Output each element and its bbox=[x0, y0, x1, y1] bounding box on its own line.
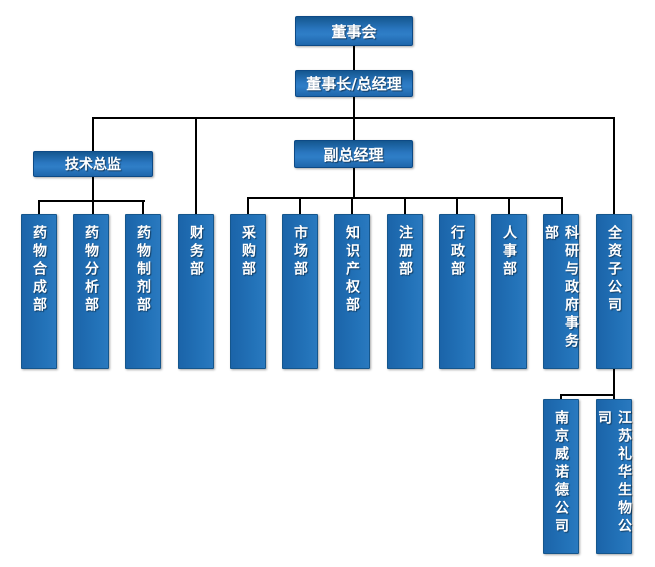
org-node-dept-marketing: 市场部 bbox=[282, 214, 318, 369]
connector-line bbox=[561, 199, 563, 214]
org-node-label: 科研与政府事务部 bbox=[543, 225, 579, 351]
org-node-board: 董事会 bbox=[295, 16, 413, 46]
org-node-dept-registration: 注册部 bbox=[387, 214, 423, 369]
org-node-label: 南京威诺德公司 bbox=[553, 410, 569, 536]
connector-rail-subsidiaries bbox=[560, 394, 615, 396]
org-node-label: 药物制剂部 bbox=[135, 225, 151, 315]
org-node-dept-drug-formulation: 药物制剂部 bbox=[125, 214, 161, 369]
org-node-label: 人事部 bbox=[501, 225, 517, 279]
org-node-subsidiary-nanjing-weinuode: 南京威诺德公司 bbox=[543, 399, 579, 554]
org-node-label: 注册部 bbox=[397, 225, 413, 279]
connector-line bbox=[353, 168, 355, 199]
org-node-label: 全资子公司 bbox=[606, 225, 622, 315]
org-node-label: 药物分析部 bbox=[83, 225, 99, 315]
connector-rail-top bbox=[92, 117, 615, 119]
org-node-label: 市场部 bbox=[292, 225, 308, 279]
org-node-label: 财务部 bbox=[188, 225, 204, 279]
org-node-dept-drug-synthesis: 药物合成部 bbox=[21, 214, 57, 369]
connector-line bbox=[404, 199, 406, 214]
connector-line bbox=[299, 199, 301, 214]
org-node-label: 知识产权部 bbox=[344, 225, 360, 315]
connector-line bbox=[508, 199, 510, 214]
connector-line bbox=[613, 119, 615, 214]
connector-line bbox=[353, 96, 355, 142]
connector-line bbox=[351, 199, 353, 214]
org-node-tech-director: 技术总监 bbox=[33, 151, 153, 177]
connector-line bbox=[92, 202, 94, 214]
connector-line bbox=[142, 202, 144, 214]
connector-rail-tech bbox=[38, 200, 145, 202]
connector-line bbox=[195, 119, 197, 214]
connector-rail-vicegm bbox=[247, 197, 563, 199]
connector-line bbox=[38, 202, 40, 214]
connector-line bbox=[613, 369, 615, 396]
org-node-dept-finance: 财务部 bbox=[178, 214, 214, 369]
connector-line bbox=[247, 199, 249, 214]
connector-line bbox=[560, 396, 562, 400]
org-node-dept-drug-analysis: 药物分析部 bbox=[73, 214, 109, 369]
connector-line bbox=[92, 177, 94, 202]
org-node-dept-hr: 人事部 bbox=[491, 214, 527, 369]
connector-line bbox=[353, 46, 355, 71]
org-node-dept-wholly-owned-subsidiaries: 全资子公司 bbox=[596, 214, 632, 369]
connector-line bbox=[92, 119, 94, 152]
org-node-dept-research-gov-affairs: 科研与政府事务部 bbox=[543, 214, 579, 369]
org-node-label: 董事长/总经理 bbox=[306, 75, 402, 93]
org-node-label: 董事会 bbox=[331, 22, 377, 41]
org-node-subsidiary-jiangsu-lihua-bio: 江苏礼华生物公司 bbox=[596, 399, 632, 554]
org-node-label: 药物合成部 bbox=[31, 225, 47, 315]
connector-line bbox=[456, 199, 458, 214]
org-node-label: 江苏礼华生物公司 bbox=[596, 410, 632, 536]
org-node-label: 行政部 bbox=[449, 225, 465, 279]
org-node-label: 采购部 bbox=[240, 225, 256, 279]
org-node-label: 副总经理 bbox=[323, 145, 384, 164]
org-node-vice-gm: 副总经理 bbox=[294, 140, 413, 168]
org-node-chairman-gm: 董事长/总经理 bbox=[295, 70, 413, 97]
org-node-dept-intellectual-property: 知识产权部 bbox=[334, 214, 370, 369]
org-node-dept-procurement: 采购部 bbox=[230, 214, 266, 369]
org-node-label: 技术总监 bbox=[65, 157, 121, 173]
connector-line bbox=[613, 396, 615, 400]
org-node-dept-administration: 行政部 bbox=[439, 214, 475, 369]
